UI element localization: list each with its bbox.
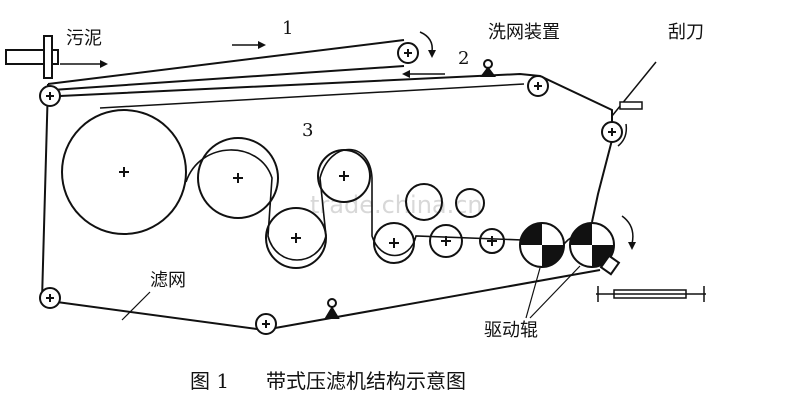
press-belt — [99, 83, 525, 109]
guide-roller — [39, 85, 61, 107]
cake-conveyor — [596, 286, 706, 302]
roller — [455, 188, 485, 218]
lower-wash-nozzle — [324, 298, 340, 319]
large-drum — [61, 109, 187, 235]
guide-roller — [601, 121, 623, 143]
guide-roller — [397, 42, 419, 64]
scraper-rotation-arrow — [617, 123, 628, 147]
label-wash-device: 洗网装置 — [488, 22, 560, 43]
roller — [405, 183, 443, 221]
drive-rotation-arrow — [621, 215, 634, 245]
filter-mesh-leader — [121, 291, 151, 321]
label-section-3: 3 — [302, 120, 313, 141]
roller — [265, 207, 327, 269]
label-section-2: 2 — [458, 48, 469, 69]
roller — [197, 137, 279, 219]
sludge-feed-pipe — [5, 35, 108, 79]
discharge-scraper — [599, 254, 621, 276]
label-sludge: 污泥 — [66, 28, 102, 49]
figure-caption: 带式压滤机结构示意图 — [266, 369, 466, 393]
guide-roller — [255, 313, 277, 335]
roller — [479, 228, 505, 254]
roller — [373, 222, 415, 264]
upper-belt — [47, 31, 445, 91]
guide-roller — [527, 75, 549, 97]
drive-roller-left — [519, 222, 565, 268]
roller — [317, 149, 371, 203]
guide-roller — [39, 287, 61, 309]
label-scraper: 刮刀 — [668, 22, 704, 43]
wash-device-nozzle — [480, 59, 496, 77]
drive-leader-right — [529, 265, 581, 319]
watermark: trade.china.cn — [310, 191, 483, 219]
top-right-belt — [59, 72, 613, 223]
lower-belt — [40, 83, 601, 332]
roller — [429, 224, 463, 258]
scraper-knife — [611, 61, 657, 117]
drive-roller-right — [569, 222, 615, 268]
label-filter-mesh: 滤网 — [150, 270, 186, 291]
drive-leader-left — [525, 267, 541, 319]
label-section-1: 1 — [282, 18, 293, 39]
label-drive-rollers: 驱动辊 — [484, 320, 538, 341]
figure-number: 图 1 — [190, 369, 229, 393]
